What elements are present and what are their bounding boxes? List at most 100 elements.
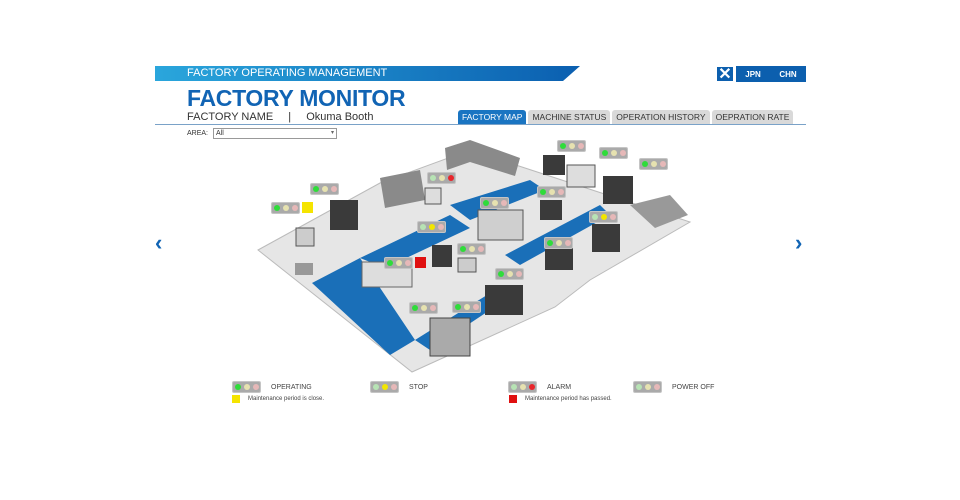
lamp-dot [291, 205, 298, 211]
factory-name: Okuma Booth [306, 111, 374, 123]
lamp-dot [386, 260, 393, 266]
lamp-dot [506, 271, 513, 277]
close-icon: ✕ [718, 66, 732, 83]
factory-name-row: FACTORY NAME | Okuma Booth [187, 111, 385, 123]
machine-signal-2[interactable] [271, 202, 300, 214]
floor-aisle [505, 205, 610, 265]
wall [630, 195, 688, 228]
legend-operating: OPERATING [232, 381, 312, 393]
machine-signal-12[interactable] [544, 237, 573, 249]
legend-label: ALARM [547, 383, 572, 391]
close-button[interactable]: ✕ [716, 66, 734, 83]
area-select[interactable]: All [213, 128, 338, 139]
lamp-dot [437, 224, 444, 230]
legend-alarm: ALARM [508, 381, 571, 393]
tab-operation-history[interactable]: OPERATION HISTORY [612, 110, 710, 124]
lang-jpn[interactable]: JPN [745, 69, 761, 79]
machine-signal-3[interactable] [427, 172, 456, 184]
lamp-dot [497, 271, 504, 277]
lamp-dot [273, 205, 280, 211]
lamp-dot [539, 189, 546, 195]
machine-signal-15[interactable] [409, 302, 438, 314]
language-switcher: JPN CHN [736, 66, 806, 82]
machine-signal-13[interactable] [384, 257, 413, 269]
signal-lamp-icon [633, 381, 662, 393]
lamp-dot [438, 175, 445, 181]
legend-power-off: POWER OFF [633, 381, 714, 393]
legend-label: Maintenance period has passed. [525, 396, 612, 402]
lamp-dot [519, 384, 526, 390]
machine-signal-16[interactable] [452, 301, 481, 313]
legend-maintenance-close: Maintenance period is close. [232, 395, 324, 403]
lamp-dot [312, 186, 319, 192]
machine-signal-1[interactable] [310, 183, 339, 195]
lamp-dot [420, 305, 427, 311]
lamp-dot [411, 305, 418, 311]
lamp-dot [557, 189, 564, 195]
factory-label: FACTORY NAME [187, 111, 274, 123]
lamp-dot [252, 384, 259, 390]
area-label: AREA: [187, 130, 209, 137]
lamp-dot [419, 224, 426, 230]
prev-arrow-icon[interactable]: ‹ [155, 230, 163, 255]
machine-signal-7[interactable] [537, 186, 566, 198]
lamp-dot [463, 304, 470, 310]
machine-signal-8[interactable] [480, 197, 509, 209]
machine-signal-4[interactable] [557, 140, 586, 152]
lamp-dot [447, 175, 454, 181]
lamp-dot [659, 161, 666, 167]
tab-machine-status[interactable]: MACHINE STATUS [528, 110, 611, 124]
tab-operation-rate[interactable]: OEPRATION RATE [711, 110, 794, 124]
page-title: FACTORY MONITOR [187, 85, 406, 111]
machine-signal-10[interactable] [417, 221, 446, 233]
banner: FACTORY OPERATING MANAGEMENT [155, 66, 580, 81]
lamp-dot [234, 384, 241, 390]
lamp-dot [559, 143, 566, 149]
machine-signal-11[interactable] [457, 243, 486, 255]
lamp-dot [555, 240, 562, 246]
signal-lamp-icon [370, 381, 399, 393]
lamp-dot [546, 240, 553, 246]
lamp-dot [568, 143, 575, 149]
legend-maintenance-passed: Maintenance period has passed. [509, 395, 612, 403]
lamp-dot [472, 304, 479, 310]
wall [445, 140, 520, 176]
lamp-dot [459, 246, 466, 252]
lamp-dot [619, 150, 626, 156]
lamp-dot [610, 150, 617, 156]
lamp-dot [635, 384, 642, 390]
lamp-dot [641, 161, 648, 167]
next-arrow-icon[interactable]: › [795, 230, 803, 255]
lamp-dot [429, 305, 436, 311]
lamp-dot [548, 189, 555, 195]
machine-signal-14[interactable] [495, 268, 524, 280]
signal-lamp-icon [508, 381, 537, 393]
maintenance-overdue-icon [415, 257, 426, 268]
lamp-dot [609, 214, 616, 220]
lamp-dot [477, 246, 484, 252]
lamp-dot [653, 384, 660, 390]
machine-signal-6[interactable] [639, 158, 668, 170]
lamp-dot [243, 384, 250, 390]
legend-label: POWER OFF [672, 383, 715, 391]
lamp-dot [577, 143, 584, 149]
wall [380, 170, 425, 208]
lamp-dot [601, 150, 608, 156]
lang-chn[interactable]: CHN [779, 69, 797, 79]
legend-label: STOP [409, 383, 428, 391]
machine-signal-9[interactable] [589, 211, 618, 223]
lamp-dot [482, 200, 489, 206]
tab-factory-map[interactable]: FACTORY MAP [458, 110, 527, 124]
lamp-dot [491, 200, 498, 206]
lamp-dot [395, 260, 402, 266]
lamp-dot [468, 246, 475, 252]
lamp-dot [404, 260, 411, 266]
banner-text: FACTORY OPERATING MANAGEMENT [187, 67, 388, 79]
lamp-dot [510, 384, 517, 390]
lamp-dot [515, 271, 522, 277]
lamp-dot [650, 161, 657, 167]
separator: | [288, 111, 292, 123]
machine-signal-5[interactable] [599, 147, 628, 159]
lamp-dot [381, 384, 388, 390]
lamp-dot [591, 214, 598, 220]
